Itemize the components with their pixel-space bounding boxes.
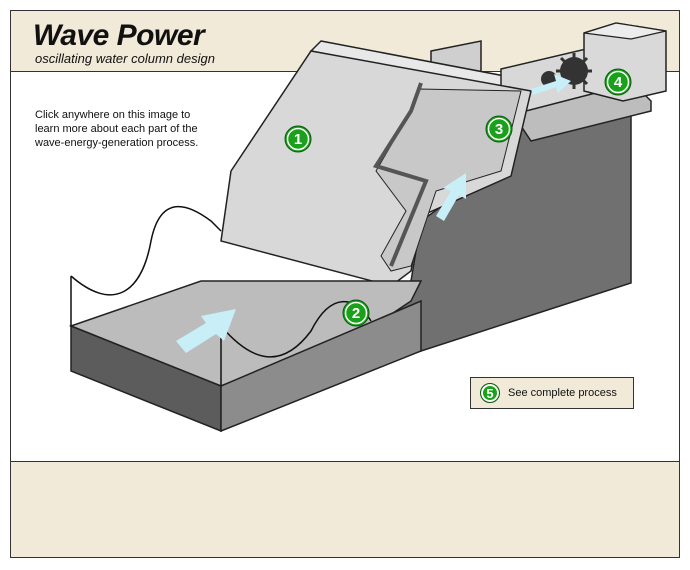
base-side: [220, 299, 422, 433]
footer-band: [11, 461, 679, 557]
badge-2[interactable]: 2: [342, 299, 370, 327]
air-flow-arrow-icon: [436, 173, 466, 221]
badge-3-label: 3: [495, 121, 503, 138]
badge-4-label: 4: [614, 74, 623, 91]
generator-box-top: [583, 22, 667, 40]
badge-1-label: 1: [294, 131, 302, 148]
see-complete-process-label: See complete process: [508, 387, 617, 399]
badge-4[interactable]: 4: [604, 68, 632, 96]
badge-1[interactable]: 1: [284, 125, 312, 153]
see-complete-process-button[interactable]: 5 See complete process: [470, 377, 634, 409]
badge-2-label: 2: [352, 305, 360, 322]
water-flow-arrow-icon: [176, 309, 236, 353]
main-frame: Wave Power oscillating water column desi…: [10, 10, 680, 558]
wave-power-diagram[interactable]: 1 2 3 4: [11, 11, 680, 558]
chamber-outline: [372, 82, 429, 267]
turbine-rotor-icon[interactable]: [541, 53, 592, 89]
instructions-text: Click anywhere on this image to learn mo…: [35, 109, 199, 149]
badge-5: 5: [480, 383, 500, 403]
badge-3[interactable]: 3: [485, 115, 513, 143]
page-title: Wave Power: [33, 19, 205, 52]
page-subtitle: oscillating water column design: [35, 51, 215, 66]
turbine-air-arrow-icon: [531, 74, 571, 95]
